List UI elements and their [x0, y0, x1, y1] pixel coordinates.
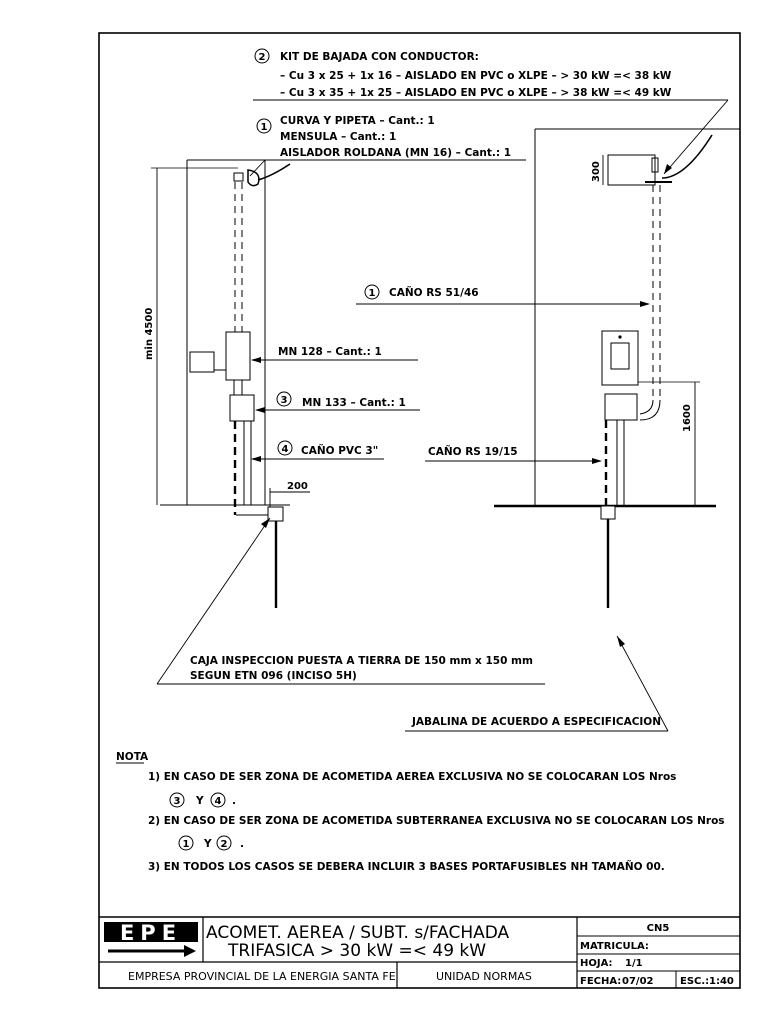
- dim-200: 200: [287, 481, 308, 492]
- note1-end: .: [232, 795, 236, 807]
- mid-callouts: 1 CAÑO RS 51/46 MN 128 – Cant.: 1 3 MN 1…: [156, 284, 669, 732]
- tb-fecha-value: 07/02: [622, 976, 654, 987]
- caja-line-2: SEGUN ETN 096 (INCISO 5H): [190, 670, 357, 682]
- tb-title-1: ACOMET. AEREA / SUBT. s/FACHADA: [206, 923, 510, 943]
- left-pipette: [233, 172, 244, 182]
- jabalina-label: JABALINA DE ACUERDO A ESPECIFICACION: [411, 716, 661, 728]
- mn128-label: MN 128 – Cant.: 1: [278, 346, 382, 358]
- kit-leader-arrow: [664, 164, 672, 174]
- note-1: 1) EN CASO DE SER ZONA DE ACOMETIDA AERE…: [148, 771, 676, 783]
- cano-pvc-arrow: [251, 456, 261, 462]
- note2-circle-b: [216, 835, 232, 851]
- right-elevation: 300 1600: [494, 128, 740, 608]
- note-3: 3) EN TODOS LOS CASOS SE DEBERA INCLUIR …: [148, 860, 665, 873]
- cano-rs-51-label: CAÑO RS 51/46: [389, 286, 479, 299]
- epe-logo-arrow-head: [184, 945, 196, 957]
- callout-number-1b: 1: [369, 288, 376, 299]
- tb-matricula: MATRICULA:: [580, 941, 649, 952]
- cano-rs-19-label: CAÑO RS 19/15: [428, 445, 518, 458]
- right-meter-box: [601, 330, 639, 386]
- mn133-arrow: [255, 407, 265, 413]
- epe-logo-bg: [104, 922, 198, 942]
- kit-header: KIT DE BAJADA CON CONDUCTOR:: [280, 51, 479, 63]
- note2-num-a: 1: [183, 839, 190, 850]
- mn133-label: MN 133 – Cant.: 1: [302, 397, 406, 409]
- note1-num-b: 4: [215, 796, 222, 807]
- right-meter-dot: [618, 335, 622, 339]
- right-conduit-curve-b: [639, 399, 661, 421]
- right-top-box: [607, 154, 656, 186]
- callout-circle-4: [277, 440, 293, 456]
- item1-line-3: AISLADOR ROLDANA (MN 16) – Cant.: 1: [280, 147, 511, 159]
- tb-hoja-value: 1/1: [625, 958, 643, 969]
- callout-circle-3: [276, 391, 292, 407]
- drawing-frame: [98, 32, 741, 989]
- callout-number-1: 1: [261, 122, 268, 133]
- tb-hoja-label: HOJA:: [580, 958, 613, 969]
- item1-leader: [249, 159, 266, 177]
- callout-circle-1: [256, 118, 272, 134]
- left-side-box: [189, 351, 215, 373]
- kit-leader: [663, 99, 729, 175]
- jabalina-leader: [616, 635, 669, 732]
- caja-leader-arrow: [261, 518, 270, 528]
- note2-join: Y: [203, 838, 212, 850]
- right-caja-inspeccion: [600, 505, 616, 520]
- item1-callout: 1 CURVA Y PIPETA – Cant.: 1 MENSULA – Ca…: [249, 115, 526, 177]
- notes-section: NOTA 1) EN CASO DE SER ZONA DE ACOMETIDA…: [116, 751, 725, 873]
- kit-line-1: – Cu 3 x 25 + 1x 16 – AISLADO EN PVC o X…: [280, 70, 672, 82]
- kit-line-2: – Cu 3 x 35 + 1x 25 – AISLADO EN PVC o X…: [280, 87, 672, 99]
- callout-circle-1b: [364, 284, 380, 300]
- note2-circle-a: [178, 835, 194, 851]
- tb-code: CN5: [647, 923, 670, 934]
- note1-join: Y: [195, 795, 204, 807]
- right-pipette: [651, 157, 659, 173]
- cano-rs-19-arrow: [592, 458, 602, 464]
- note2-num-b: 2: [221, 839, 228, 850]
- notes-title: NOTA: [116, 751, 149, 763]
- tb-unit: UNIDAD NORMAS: [436, 970, 532, 983]
- left-caja-inspeccion: [267, 506, 284, 522]
- note-2: 2) EN CASO DE SER ZONA DE ACOMETIDA SUBT…: [148, 815, 725, 827]
- callout-number-3: 3: [281, 395, 288, 406]
- dim-300: 300: [591, 161, 602, 182]
- left-elevation: min 4500 200: [144, 159, 310, 608]
- cano-rs-51-arrow: [640, 301, 650, 307]
- mn128-arrow: [251, 357, 261, 363]
- tb-title-2: TRIFASICA > 30 kW =< 49 kW: [227, 941, 486, 961]
- dim-1600: 1600: [682, 404, 693, 432]
- right-fuse-box: [604, 393, 638, 421]
- tb-esc-label: ESC.:: [680, 976, 709, 987]
- caja-line-1: CAJA INSPECCION PUESTA A TIERRA DE 150 m…: [190, 655, 533, 667]
- jabalina-arrow: [617, 636, 625, 647]
- title-block: EPE ACOMET. AEREA / SUBT. s/FACHADA TRIF…: [99, 916, 740, 988]
- epe-logo: EPE: [120, 921, 182, 945]
- right-meter-window: [610, 342, 630, 370]
- callout-number-4: 4: [282, 444, 289, 455]
- right-drop-cable: [661, 134, 713, 179]
- item1-line-1: CURVA Y PIPETA – Cant.: 1: [280, 115, 435, 127]
- note2-end: .: [240, 838, 244, 850]
- left-mn133-box: [229, 394, 255, 422]
- note1-circle-a: [169, 792, 185, 808]
- tb-fecha-label: FECHA:: [580, 976, 621, 987]
- caja-leader: [156, 517, 271, 685]
- note1-circle-b: [210, 792, 226, 808]
- kit-callout: 2 KIT DE BAJADA CON CONDUCTOR: – Cu 3 x …: [253, 48, 729, 175]
- cano-pvc-label: CAÑO PVC 3": [301, 444, 378, 457]
- note1-num-a: 3: [174, 796, 181, 807]
- callout-number-2: 2: [259, 52, 266, 63]
- tb-company: EMPRESA PROVINCIAL DE LA ENERGIA SANTA F…: [128, 970, 396, 983]
- left-aislador: [247, 169, 260, 187]
- item1-line-2: MENSULA – Cant.: 1: [280, 131, 396, 143]
- dim-min-4500: min 4500: [144, 308, 155, 360]
- callout-circle-2: [254, 48, 270, 64]
- right-conduit-curve: [639, 399, 654, 415]
- tb-esc-value: 1:40: [709, 976, 734, 987]
- left-drop-cable: [257, 163, 291, 181]
- left-mn128-box: [225, 331, 251, 381]
